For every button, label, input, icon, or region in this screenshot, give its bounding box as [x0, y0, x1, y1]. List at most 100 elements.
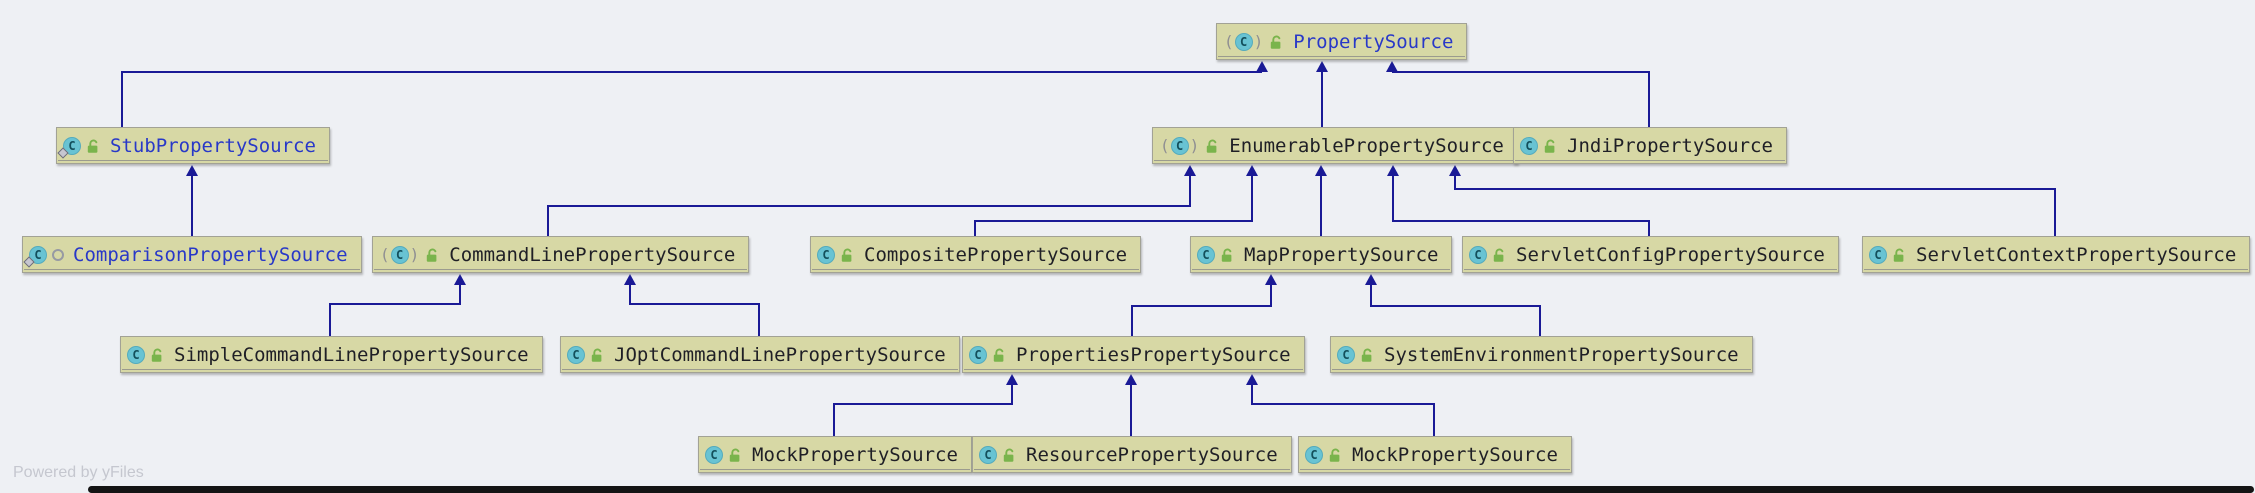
- class-icon: C: [969, 345, 987, 364]
- class-node-jopt-command-line-property-source[interactable]: C JOptCommandLinePropertySource: [560, 336, 960, 373]
- class-circle-c: C: [567, 345, 585, 364]
- class-node-servlet-config-property-source[interactable]: C ServletConfigPropertySource: [1462, 236, 1839, 273]
- inheritance-edge-simple-command-line-property-source: [329, 285, 461, 336]
- inheritance-edge-mock-property-source-2: [1251, 385, 1435, 436]
- class-circle-c: C: [1337, 345, 1355, 364]
- abstract-paren-right: ): [1253, 31, 1264, 51]
- class-circle-c: C: [29, 245, 47, 264]
- public-lock-icon: [992, 347, 1007, 363]
- inheritance-arrowhead: [1386, 61, 1398, 72]
- public-lock-icon: [1328, 447, 1343, 463]
- public-lock-icon: [840, 247, 855, 263]
- class-node-command-line-property-source[interactable]: (C) CommandLinePropertySource: [372, 236, 750, 273]
- class-name-label: PropertySource: [1293, 30, 1454, 53]
- horizontal-scrollbar-thumb[interactable]: [88, 486, 2254, 493]
- class-circle-c: C: [817, 245, 835, 264]
- inheritance-arrowhead: [1246, 374, 1258, 385]
- open-lock-icon: [87, 139, 98, 153]
- class-icon: C: [23, 245, 47, 268]
- class-circle-c: C: [1869, 245, 1887, 264]
- public-lock-icon: [1360, 347, 1375, 363]
- class-name-label: CommandLinePropertySource: [449, 243, 736, 266]
- yfiles-watermark: Powered by yFiles: [13, 464, 144, 481]
- inheritance-edge-servlet-config-property-source: [1392, 176, 1650, 236]
- abstract-paren-left: (: [380, 244, 390, 264]
- inheritance-arrowhead: [1265, 274, 1277, 285]
- open-lock-icon: [993, 348, 1004, 362]
- open-lock-icon: [591, 348, 602, 362]
- inheritance-edge-composite-property-source: [974, 176, 1253, 236]
- class-icon: C: [127, 345, 145, 364]
- abstract-class-icon: (C): [1159, 135, 1200, 155]
- inheritance-arrowhead: [186, 165, 198, 176]
- class-name-label: JOptCommandLinePropertySource: [614, 343, 946, 366]
- abstract-paren-left: (: [1224, 31, 1234, 51]
- class-name-label: StubPropertySource: [110, 134, 316, 157]
- open-lock-icon: [1221, 248, 1232, 262]
- public-lock-icon: [728, 447, 743, 463]
- class-icon: C: [1869, 245, 1887, 264]
- abstract-paren-left: (: [1160, 135, 1170, 155]
- class-node-enumerable-property-source[interactable]: (C)EnumerablePropertySource: [1152, 127, 1518, 164]
- inheritance-edge-properties-property-source: [1131, 285, 1272, 336]
- class-name-label: ServletContextPropertySource: [1916, 243, 2237, 266]
- class-circle-c: C: [127, 345, 145, 364]
- public-lock-icon: [1269, 34, 1284, 50]
- class-icon: C: [1469, 245, 1487, 264]
- class-icon: C: [57, 136, 81, 159]
- inheritance-arrowhead: [1184, 165, 1196, 176]
- public-lock-icon: [425, 247, 440, 263]
- inheritance-arrowhead: [1315, 165, 1327, 176]
- class-name-label: JndiPropertySource: [1567, 134, 1773, 157]
- inheritance-edge-servlet-context-property-source: [1454, 176, 2056, 236]
- inheritance-arrowhead: [1387, 165, 1399, 176]
- class-icon: C: [979, 445, 997, 464]
- class-node-stub-property-source[interactable]: C StubPropertySource: [56, 127, 330, 164]
- inheritance-arrowhead: [1006, 374, 1018, 385]
- open-lock-icon: [729, 448, 740, 462]
- class-name-label: ResourcePropertySource: [1026, 443, 1278, 466]
- open-lock-icon: [1329, 448, 1340, 462]
- inheritance-arrowhead: [454, 274, 466, 285]
- class-node-resource-property-source[interactable]: C ResourcePropertySource: [972, 436, 1292, 473]
- inheritance-arrowhead: [1125, 374, 1137, 385]
- open-lock-icon: [1271, 35, 1281, 49]
- abstract-paren-right: ): [409, 244, 420, 264]
- class-circle-c: C: [969, 345, 987, 364]
- abstract-class-icon: (C): [1223, 31, 1264, 51]
- class-icon: C: [817, 245, 835, 264]
- public-lock-icon: [1002, 447, 1017, 463]
- ring-icon: [52, 248, 64, 261]
- class-name-label: ServletConfigPropertySource: [1516, 243, 1825, 266]
- inheritance-arrowhead: [1365, 274, 1377, 285]
- class-circle-c: C: [1234, 32, 1253, 51]
- class-node-properties-property-source[interactable]: C PropertiesPropertySource: [962, 336, 1305, 373]
- class-node-property-source[interactable]: (C) PropertySource: [1216, 23, 1468, 60]
- inheritance-arrowhead: [1246, 165, 1258, 176]
- class-name-label: PropertiesPropertySource: [1016, 343, 1291, 366]
- inheritance-arrowhead: [1449, 165, 1461, 176]
- class-node-servlet-context-property-source[interactable]: C ServletContextPropertySource: [1862, 236, 2251, 273]
- open-lock-icon: [841, 248, 852, 262]
- public-lock-icon: [1492, 247, 1507, 263]
- public-lock-icon: [1220, 247, 1235, 263]
- open-lock-icon: [151, 348, 162, 362]
- abstract-paren-right: ): [1189, 135, 1200, 155]
- open-lock-icon: [1003, 448, 1014, 462]
- local-visibility-icon: [52, 248, 64, 261]
- inheritance-arrowhead: [1256, 61, 1268, 72]
- inheritance-edge-jopt-command-line-property-source: [629, 285, 760, 336]
- class-circle-c: C: [1469, 245, 1487, 264]
- class-circle-c: C: [390, 245, 409, 264]
- inheritance-edge-stub-property-source: [121, 71, 1262, 127]
- inheritance-arrowhead: [1316, 61, 1328, 72]
